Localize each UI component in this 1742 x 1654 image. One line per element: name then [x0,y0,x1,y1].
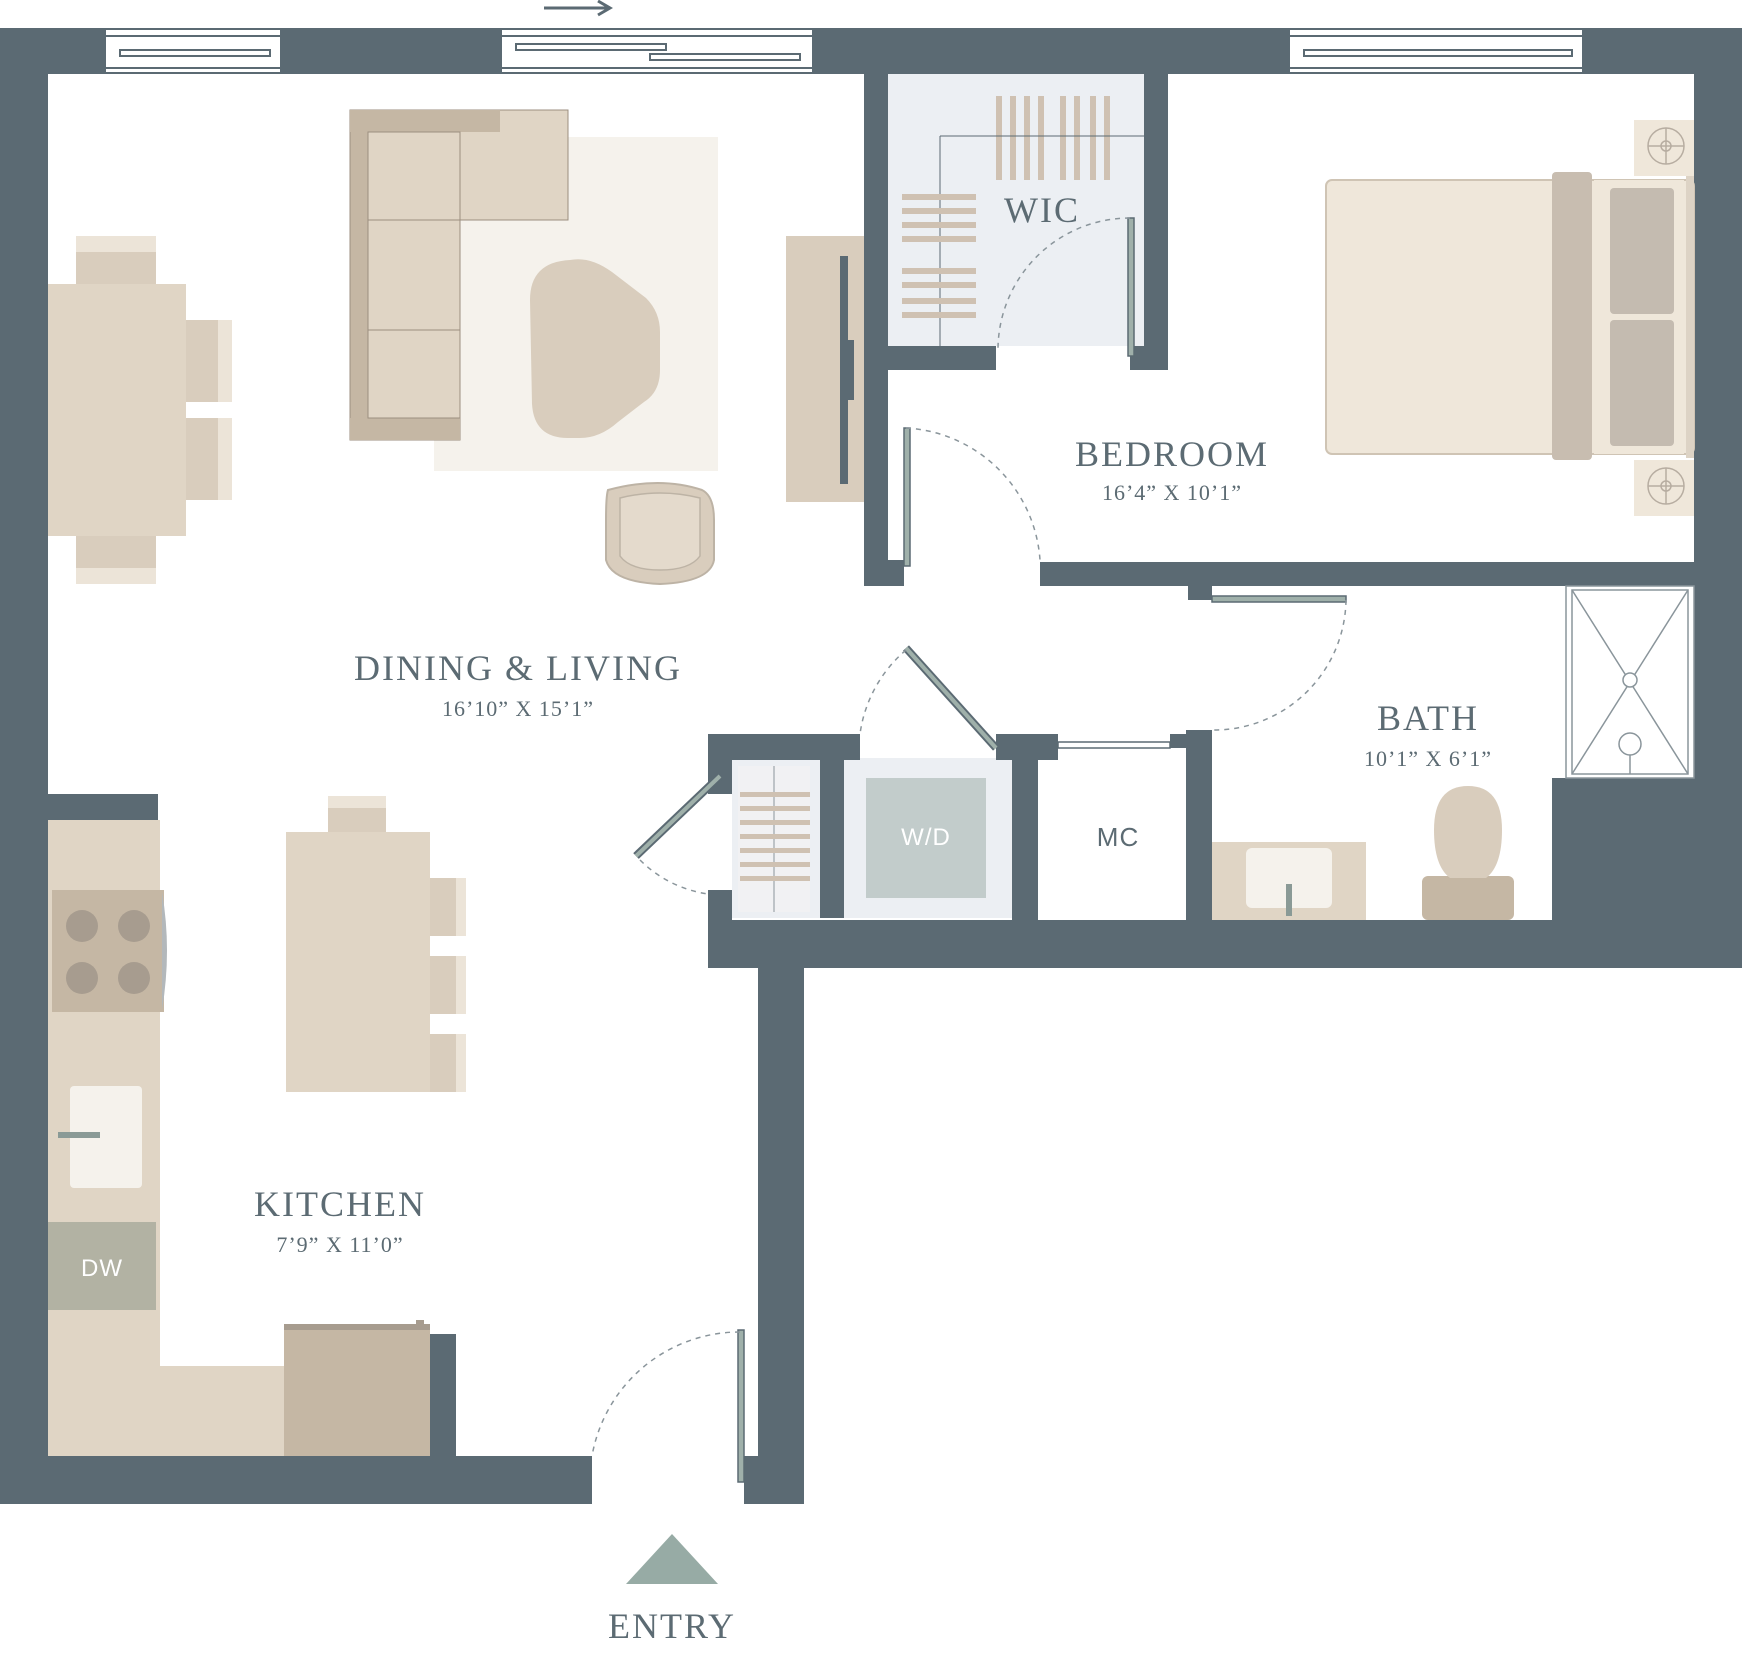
sectional-sofa [349,109,569,441]
kitchen-dims: 7’9” X 11’0” [276,1232,403,1257]
bath-pocket-door [1057,741,1171,749]
coffee-table [530,259,660,438]
toilet [1422,786,1514,920]
bedroom-title: BEDROOM [1075,434,1269,474]
window-left [106,30,280,72]
bath-dims: 10’1” X 6’1” [1364,746,1492,771]
kitchen-sink-icon [58,1086,142,1188]
exterior-walls [0,28,1742,1504]
dining-living-dims: 16’10” X 15’1” [442,696,594,721]
entry-arrow-icon [626,1534,718,1584]
media-console [786,236,864,502]
entry-door [737,1329,745,1483]
window-bedroom [1290,30,1582,72]
wic-door [1127,217,1135,357]
wic-title: WIC [1004,190,1080,230]
dishwasher-label: DW [81,1255,123,1282]
laundry-shelves [738,766,810,912]
window-sliding [502,30,812,72]
shower [1565,585,1695,779]
kitchen-title: KITCHEN [254,1184,426,1224]
dining-living-title: DINING & LIVING [354,648,682,688]
bath-title: BATH [1377,698,1479,738]
nightstand-lamp-icon [1634,460,1694,516]
washer-dryer-label: W/D [901,824,951,851]
bed [1325,172,1695,460]
armchair [605,482,715,586]
wic-hanging-rods [996,96,1110,180]
bedroom-dims: 16’4” X 10’1” [1102,480,1242,505]
kitchen-island [286,796,466,1092]
sliding-arrow-icon [544,0,613,17]
bath-vanity [1212,842,1366,920]
wic-shelves [902,194,976,318]
mechanical-closet-label: MC [1097,822,1139,852]
nightstand-lamp-icon [1634,120,1694,176]
dining-table [48,236,232,584]
doors [591,217,1347,1483]
bath-door [1211,595,1347,603]
bedroom-door [903,427,911,567]
cooktop-icon [52,890,167,1012]
mechanical-closet-floor [1038,760,1186,920]
dishwasher [48,1222,156,1310]
entry-label: ENTRY [608,1606,736,1646]
washer-dryer [866,778,986,898]
windows [106,0,1582,72]
interior-walls [48,74,1742,1456]
